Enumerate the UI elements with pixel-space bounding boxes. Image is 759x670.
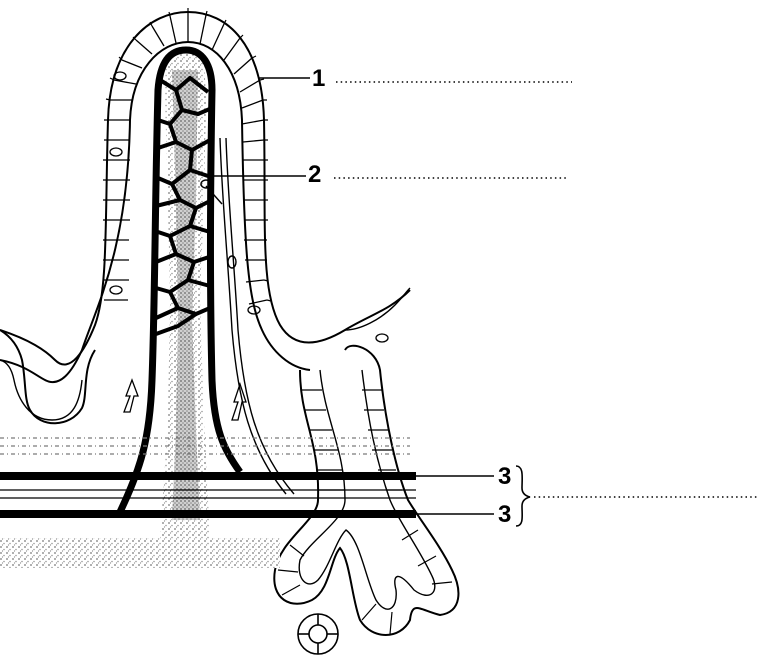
capillary-network xyxy=(155,76,213,336)
epithelial-cells-left xyxy=(107,15,177,301)
gland-cell-divisions xyxy=(277,389,453,635)
label-3b: 3 xyxy=(498,501,511,528)
nerve-fiber xyxy=(200,137,295,495)
label-3a: 3 xyxy=(498,463,511,490)
submucosa-band xyxy=(0,538,280,568)
label-2: 2 xyxy=(308,161,321,188)
intestinal-gland-inner xyxy=(298,369,436,610)
lacteal-core xyxy=(172,70,200,520)
intestinal-gland-outer xyxy=(273,344,460,636)
epithelial-cells-right xyxy=(187,12,268,305)
muscle-layer-upper xyxy=(0,472,416,480)
crypt-left-inner xyxy=(0,359,83,421)
villus-right-edge xyxy=(344,287,411,331)
goblet-cells xyxy=(109,71,389,343)
brush-border xyxy=(103,8,272,302)
lamina-propria-band xyxy=(0,437,410,455)
flow-arrows xyxy=(123,378,247,421)
crypt-left xyxy=(0,329,96,425)
muscle-layer-lower xyxy=(0,510,416,518)
venule xyxy=(185,46,243,475)
label-1: 1 xyxy=(312,65,325,92)
arteriole xyxy=(116,46,187,514)
brace-3 xyxy=(515,465,531,527)
gland-cross-section xyxy=(297,613,339,655)
